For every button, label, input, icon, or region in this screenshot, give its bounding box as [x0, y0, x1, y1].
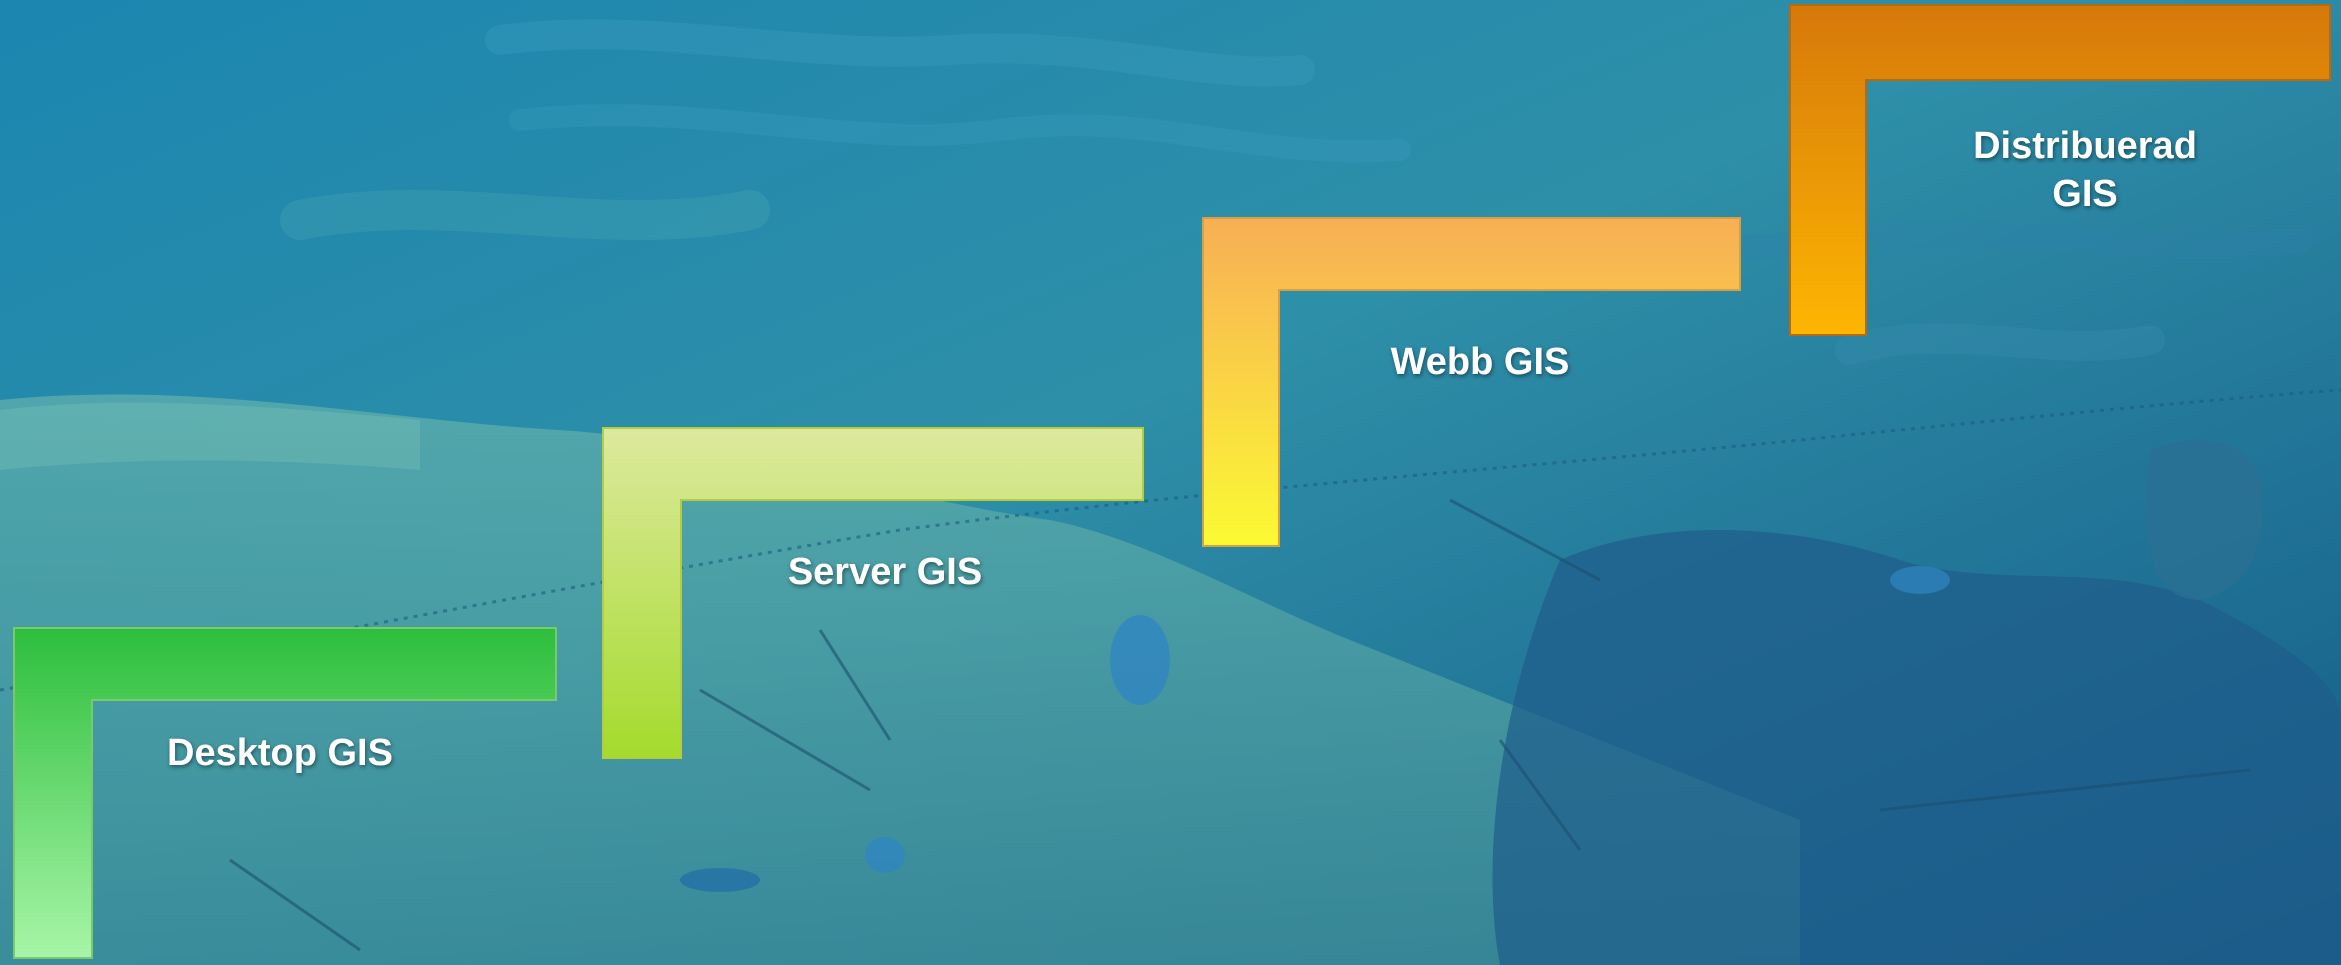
step-bracket-shape [1202, 217, 1741, 547]
step-label-server-gis: Server GIS [787, 551, 983, 593]
step-label-distribuerad-gis: Distribuerad GIS [1973, 125, 2197, 215]
step-bracket-shape [602, 427, 1144, 759]
step-webb-gis [1202, 217, 1741, 547]
step-server-gis [602, 427, 1144, 759]
step-desktop-gis [13, 627, 557, 959]
step-distribuerad-gis [1789, 4, 2331, 336]
step-bracket-shape [13, 627, 557, 959]
step-label-desktop-gis: Desktop GIS [167, 732, 393, 774]
step-bracket-shape [1789, 4, 2331, 336]
step-label-webb-gis: Webb GIS [1390, 341, 1570, 383]
